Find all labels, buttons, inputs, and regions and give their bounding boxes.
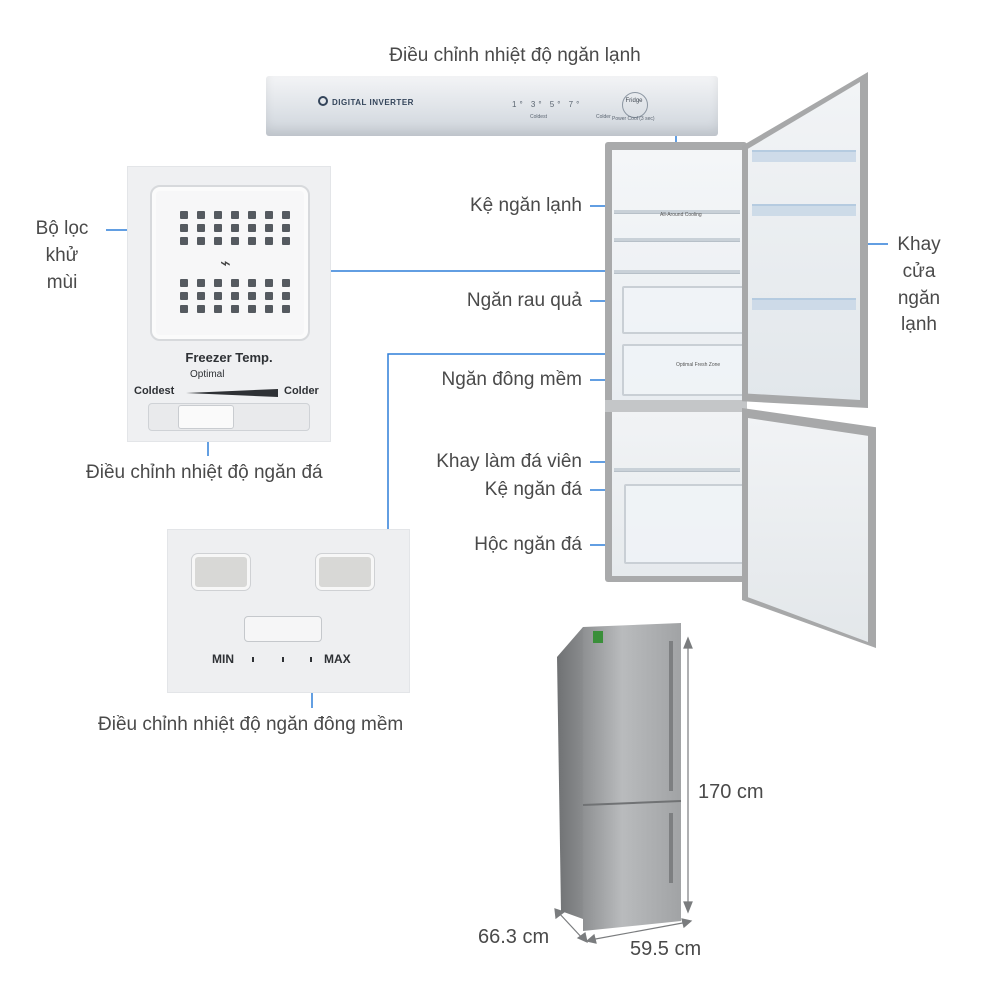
panel-temps: 1° 3° 5° 7° [512, 100, 583, 109]
filter-vents-bottom [180, 279, 290, 313]
soft-freeze-slider[interactable] [244, 616, 322, 642]
deodorizer-icon: ⌁ [220, 253, 231, 273]
ice-tray-label: Khay làm đá viên [436, 451, 582, 472]
deodorizer-line2: khử [45, 244, 79, 266]
door-bin-line4: lạnh [901, 314, 937, 336]
compartment-divider [605, 400, 747, 412]
panel-colder: Colder [596, 114, 611, 120]
soft-freeze-drawer [622, 344, 744, 396]
drawer-text: Optimal Fresh Zone [676, 362, 721, 368]
closed-fridge [557, 623, 682, 931]
colder-label: Colder [284, 385, 319, 397]
optimal-label: Optimal [190, 369, 225, 380]
brand-icon [318, 96, 328, 106]
fridge-button[interactable] [622, 92, 648, 118]
coldest-label: Coldest [134, 385, 175, 397]
power-cool-label: Power Cool (3 sec) [612, 116, 655, 122]
tick-mark [252, 657, 254, 662]
deodorizer-filter: ⌁ [150, 185, 310, 341]
deodorizer-line1: Bộ lọc [35, 218, 89, 239]
width-dimension: 59.5 cm [630, 938, 702, 960]
fridge-shelf-label: Kệ ngăn lạnh [470, 195, 582, 216]
fridge-button-label: Fridge [625, 98, 643, 104]
panel-brand: DIGITAL INVERTER [332, 98, 414, 107]
tick-mark [282, 657, 284, 662]
min-label: MIN [212, 652, 234, 666]
door-bin [752, 204, 856, 216]
crisper-drawer [622, 286, 744, 334]
air-vent-right [316, 554, 374, 590]
fridge-panel-label: Điều chỉnh nhiệt độ ngăn lạnh [389, 45, 641, 66]
freezer-drawer-label: Hộc ngăn đá [474, 534, 582, 555]
fridge-control-panel: DIGITAL INVERTER 1° 3° 5° 7° Coldest Col… [266, 76, 718, 136]
max-label: MAX [324, 652, 351, 666]
soft-freeze-control-label: Điều chỉnh nhiệt độ ngăn đông mềm [98, 714, 404, 735]
fridge-shelf [614, 270, 740, 274]
tick-mark [310, 657, 312, 662]
door-bin-line2: cửa [902, 260, 936, 282]
freezer-drawer [624, 484, 744, 564]
depth-dimension: 66.3 cm [478, 926, 550, 948]
freezer-slider-knob[interactable] [178, 405, 234, 429]
fridge-shelf [614, 210, 740, 214]
freezer-temp-title: Freezer Temp. [185, 350, 273, 365]
soft-freeze-closeup: MIN MAX [168, 530, 409, 692]
freezer-control-label: Điều chỉnh nhiệt độ ngăn đá [86, 462, 323, 483]
deodorizer-label: Bộ lọc khử mùi [24, 218, 100, 294]
soft-freeze-label: Ngăn đông mềm [441, 369, 582, 390]
freezer-temp-closeup: ⌁ Freezer Temp. Optimal Coldest Colder [128, 167, 330, 441]
deodorizer-line3: mùi [46, 271, 78, 293]
door-bin [752, 150, 856, 162]
door-bin-line3: ngăn [897, 287, 941, 309]
crisper-label: Ngăn rau quả [466, 290, 582, 311]
panel-coldest: Coldest [530, 114, 547, 120]
door-bin [752, 298, 856, 310]
door-bin-label: Khay cửa ngăn lạnh [890, 234, 948, 337]
door-bin-line1: Khay [897, 234, 941, 255]
freezer-shelf-rail [614, 468, 740, 472]
shelf-text: All-Around Cooling [660, 212, 702, 218]
filter-vents-top [180, 211, 290, 245]
temp-scale-wedge [186, 389, 278, 397]
freezer-shelf-label: Kệ ngăn đá [484, 479, 582, 500]
fridge-shelf [614, 238, 740, 242]
height-dimension: 170 cm [698, 781, 764, 803]
air-vent-left [192, 554, 250, 590]
